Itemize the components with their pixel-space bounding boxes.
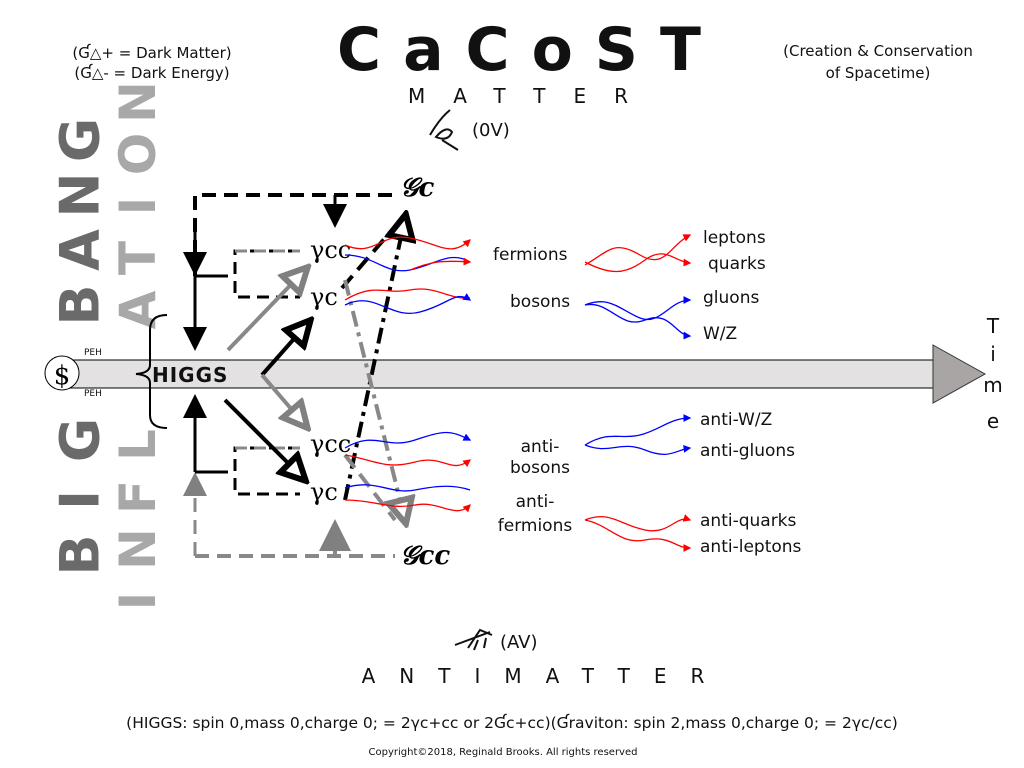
graviton-c-label: 𝒢c (400, 173, 435, 203)
leptons-label: leptons (703, 228, 766, 248)
inflation-letter: I (109, 592, 167, 611)
wz-label: W/Z (703, 324, 737, 344)
inflation-letter: N (109, 528, 167, 570)
antimatter-value: (AV) (500, 632, 538, 653)
peh-top: PEH (84, 348, 102, 358)
time-letter: i (990, 342, 996, 366)
bosons-label: bosons (510, 292, 570, 312)
legend-dark-matter: (Ɠ△+ = Dark Matter) (72, 42, 231, 62)
big-bang-letter: B (49, 534, 112, 575)
big-bang-letter: A (49, 229, 112, 271)
matter-label: MATTER (408, 84, 656, 108)
gamma-cc-bottom: γcc (310, 430, 351, 458)
inflation-letter: F (109, 480, 167, 514)
anti-leptons-label: anti-leptons (700, 537, 802, 557)
anti-wz-label: anti-W/Z (700, 410, 772, 430)
higgs-label: HIGGS (152, 363, 228, 387)
anti-bosons-label-1: anti- (521, 437, 560, 457)
anti-quarks-label: anti-quarks (700, 511, 797, 531)
time-letter: m (983, 373, 1002, 397)
particle-waves (344, 234, 692, 552)
anti-bosons-label-2: bosons (510, 458, 570, 478)
inflation-letter: I (109, 197, 167, 216)
anti-gluons-label: anti-gluons (700, 441, 795, 461)
gamma-cc-top: γcc (310, 236, 351, 264)
time-letter: e (987, 409, 999, 433)
singularity-symbol: $ (54, 361, 71, 391)
higgs-brace (135, 314, 168, 429)
big-bang-letter: B (49, 284, 112, 325)
inflation-letter: O (109, 133, 167, 176)
fermions-label: fermions (493, 245, 568, 265)
eye-icon (429, 109, 459, 151)
time-bar (61, 359, 936, 389)
gamma-c-bottom: γc (310, 478, 338, 506)
footnote: (HIGGS: spin 0,mass 0,charge 0; = 2γc+cc… (126, 712, 898, 732)
quarks-label: quarks (708, 254, 766, 274)
big-bang-letter: G (49, 418, 112, 462)
antimatter-label: ANTIMATTER (362, 664, 729, 688)
big-bang-letter: I (49, 490, 112, 510)
peh-bottom: PEH (84, 389, 102, 399)
inflation-letter: N (109, 81, 167, 123)
anti-fermions-label-2: fermions (498, 516, 573, 536)
graviton-cc-label: 𝒢cc (400, 541, 450, 571)
inflation-letter: L (109, 429, 167, 461)
subtitle-line-1: (Creation & Conservation (783, 42, 973, 60)
legend-dark-energy: (Ɠ△- = Dark Energy) (74, 62, 229, 82)
subtitle-line-2: of Spacetime) (826, 64, 931, 82)
inflation-letter: T (109, 241, 167, 275)
big-bang-letter: N (49, 172, 112, 217)
gluons-label: gluons (703, 288, 759, 308)
anti-fermions-label-1: anti- (516, 492, 555, 512)
time-letter: T (986, 314, 1000, 338)
big-bang-letter: G (49, 118, 112, 162)
gamma-c-top: γc (310, 283, 338, 311)
bug-icon (454, 628, 493, 651)
inflation-letter: A (109, 290, 167, 329)
title: CaCoST (337, 15, 723, 85)
time-arrowhead (932, 344, 987, 404)
copyright: Copyright©2018, Reginald Brooks. All rig… (369, 747, 638, 758)
matter-value: (0V) (472, 120, 510, 141)
singularity-circle (44, 355, 80, 391)
